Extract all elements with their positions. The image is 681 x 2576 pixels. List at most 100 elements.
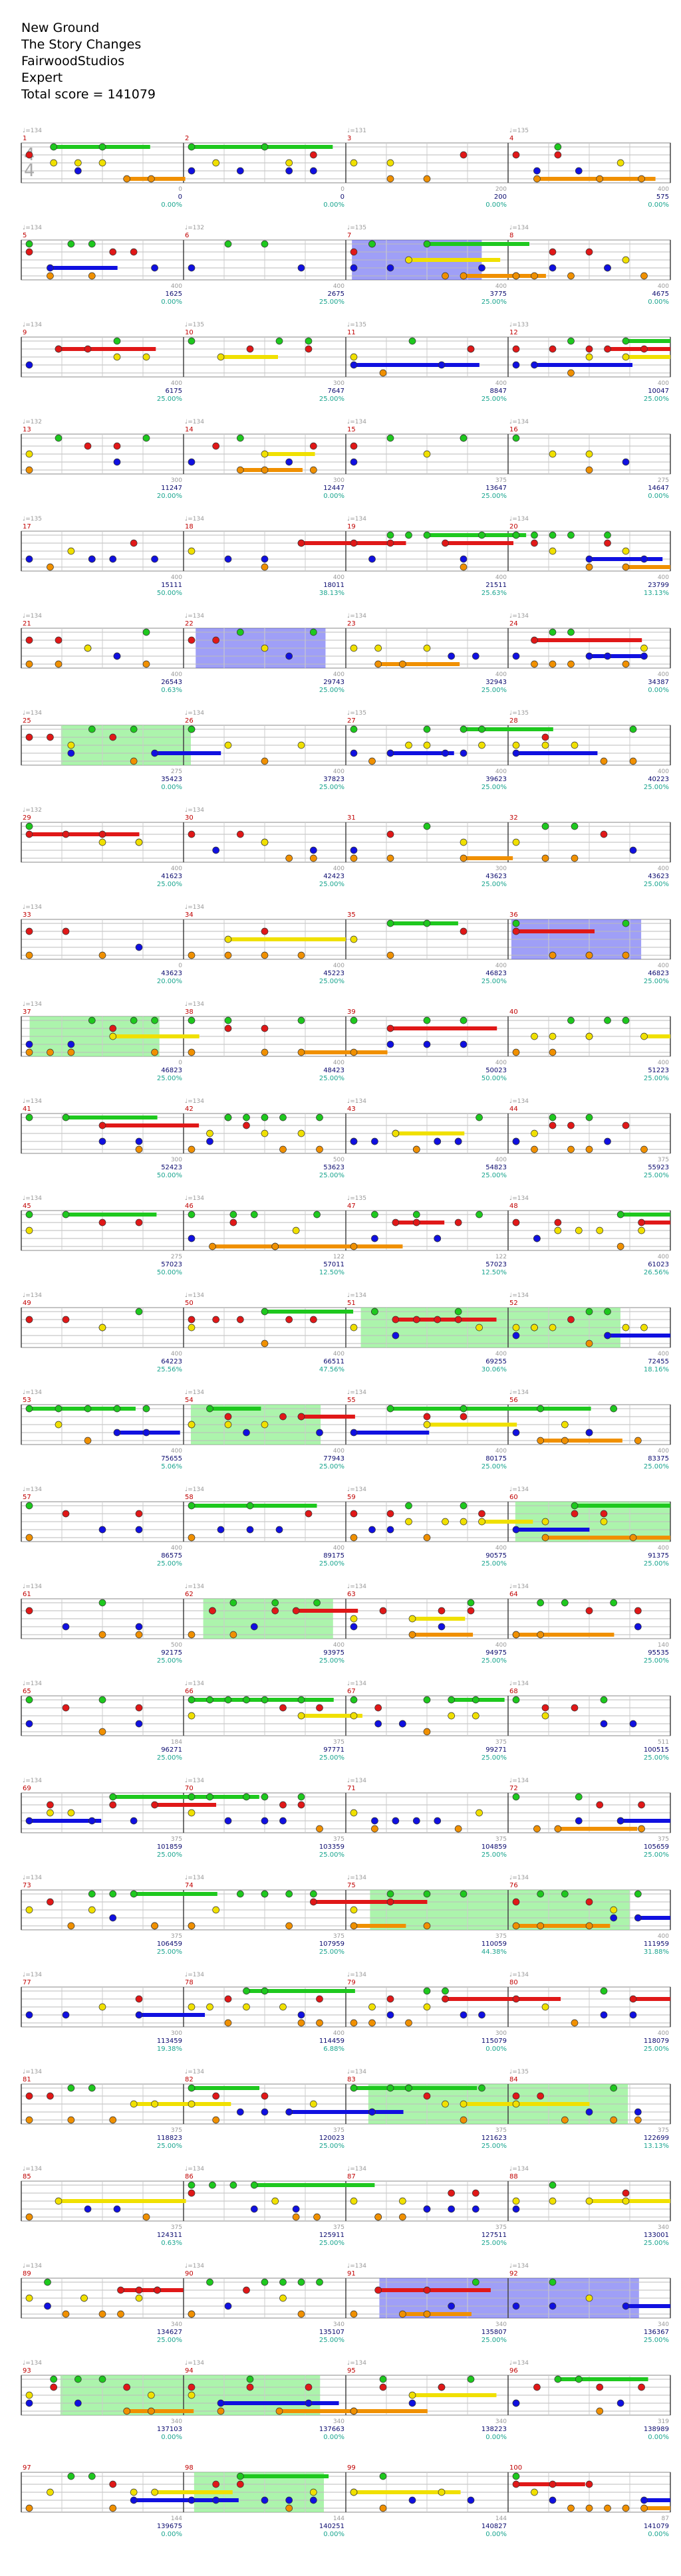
measure-multiplier: 25.00% [644,2046,669,2053]
note-gem [585,248,593,256]
measure-tick: 300 [171,477,182,484]
measure-multiplier: 50.00% [157,1172,182,1179]
note-gem [629,725,637,733]
note-gem [379,2383,387,2391]
note-gem [554,1825,562,1833]
sustain-tail [154,1803,217,1807]
note-gem [25,636,33,644]
note-gem [188,2084,196,2092]
measure-tick: 400 [171,1448,182,1455]
note-gem [113,1405,121,1413]
note-gem [350,353,358,361]
note-gem [423,2310,431,2318]
note-gem [350,854,358,862]
note-gem [229,1211,237,1219]
bpm-marker: ♩=134 [23,710,42,717]
measure-number: 76 [509,1882,518,1889]
note-gem [212,2092,220,2100]
note-gem [634,2116,642,2124]
bpm-marker: ♩=134 [23,1583,42,1590]
sustain-tail [112,1795,216,1799]
note-gem [261,1817,269,1825]
note-gem [549,547,557,555]
sustain-tail [390,1026,497,1030]
note-gem [123,175,131,183]
measure-tick: 140 [658,1642,669,1649]
measure-tick: 400 [658,671,669,678]
note-gem [305,2399,313,2407]
note-gem [537,1405,545,1413]
note-gem [67,741,75,749]
note-gem [206,1696,213,1704]
note-gem [640,2504,648,2512]
bpm-marker: ♩=135 [23,516,42,523]
note-gem [135,1137,143,1145]
note-gem [25,2213,33,2221]
measure-number: 69 [23,1785,31,1792]
note-gem [454,1316,462,1324]
sustain-tail [126,2409,194,2413]
note-gem [135,1623,143,1631]
measure-score: 118079 [644,2038,669,2045]
measure-tick: 400 [171,380,182,387]
measure-tick: 400 [495,283,507,290]
measure-score: 0 [340,193,344,201]
measure-tick: 400 [333,1545,344,1552]
note-gem [279,2003,287,2011]
note-gem [423,450,431,458]
measure-number: 98 [185,2464,194,2472]
sustain-tail [265,145,333,149]
measure-number: 14 [185,426,194,433]
note-gem [154,2286,161,2294]
measure-multiplier: 25.00% [644,2240,669,2247]
note-gem [423,1987,431,1995]
note-gem [533,1234,541,1242]
staff-row: 29♩=1324004162325.00%30♩=1344004242325.0… [21,807,671,888]
sustain-tail [209,1407,261,1411]
note-gem [575,1793,583,1801]
note-gem [571,1704,579,1712]
measure-multiplier: 25.00% [319,2337,344,2344]
note-gem [374,660,382,668]
measure-number: 94 [185,2367,194,2375]
note-gem [50,143,58,151]
note-gem [350,1429,358,1437]
measure-multiplier: 0.00% [648,2531,669,2538]
bpm-marker: ♩=134 [509,1389,529,1396]
note-gem [292,2205,300,2213]
note-gem [55,1421,63,1429]
note-gem [379,2472,387,2480]
note-gem [25,2011,33,2019]
note-gem [109,733,117,741]
staff-row: 61♩=1345009217525.00%62♩=1344009397525.0… [21,1583,671,1665]
measure-tick: 400 [658,963,669,969]
measure-score: 94975 [485,1649,507,1657]
note-gem [297,741,305,749]
measure-multiplier: 31.88% [644,1948,669,1956]
note-gem [206,1793,213,1801]
sustain-tail [408,2086,477,2090]
note-gem [224,1016,232,1024]
staff-row: 69♩=13437510185925.00%70♩=13437510335925… [21,1778,671,1859]
note-gem [386,1024,394,1032]
note-gem [634,1623,642,1631]
note-gem [123,2407,131,2415]
measure-number: 73 [23,1882,31,1889]
measure-tick: 0 [178,1060,182,1066]
note-gem [386,434,394,442]
note-gem [585,563,593,571]
measure-tick: 0 [178,963,182,969]
note-gem [622,353,630,361]
measure-number: 23 [347,620,356,628]
staff-row: 93♩=1343401371030.00%94♩=1343401376630.0… [21,2360,671,2441]
measure-number: 35 [347,911,356,919]
measure-number: 2 [185,135,189,142]
measure-tick: 400 [333,283,344,290]
measure-multiplier: 13.13% [644,590,669,597]
measure-multiplier: 0.00% [323,2434,344,2441]
note-gem [224,1413,232,1421]
note-gem [438,2488,446,2496]
note-gem [285,159,293,167]
note-gem [243,2003,250,2011]
